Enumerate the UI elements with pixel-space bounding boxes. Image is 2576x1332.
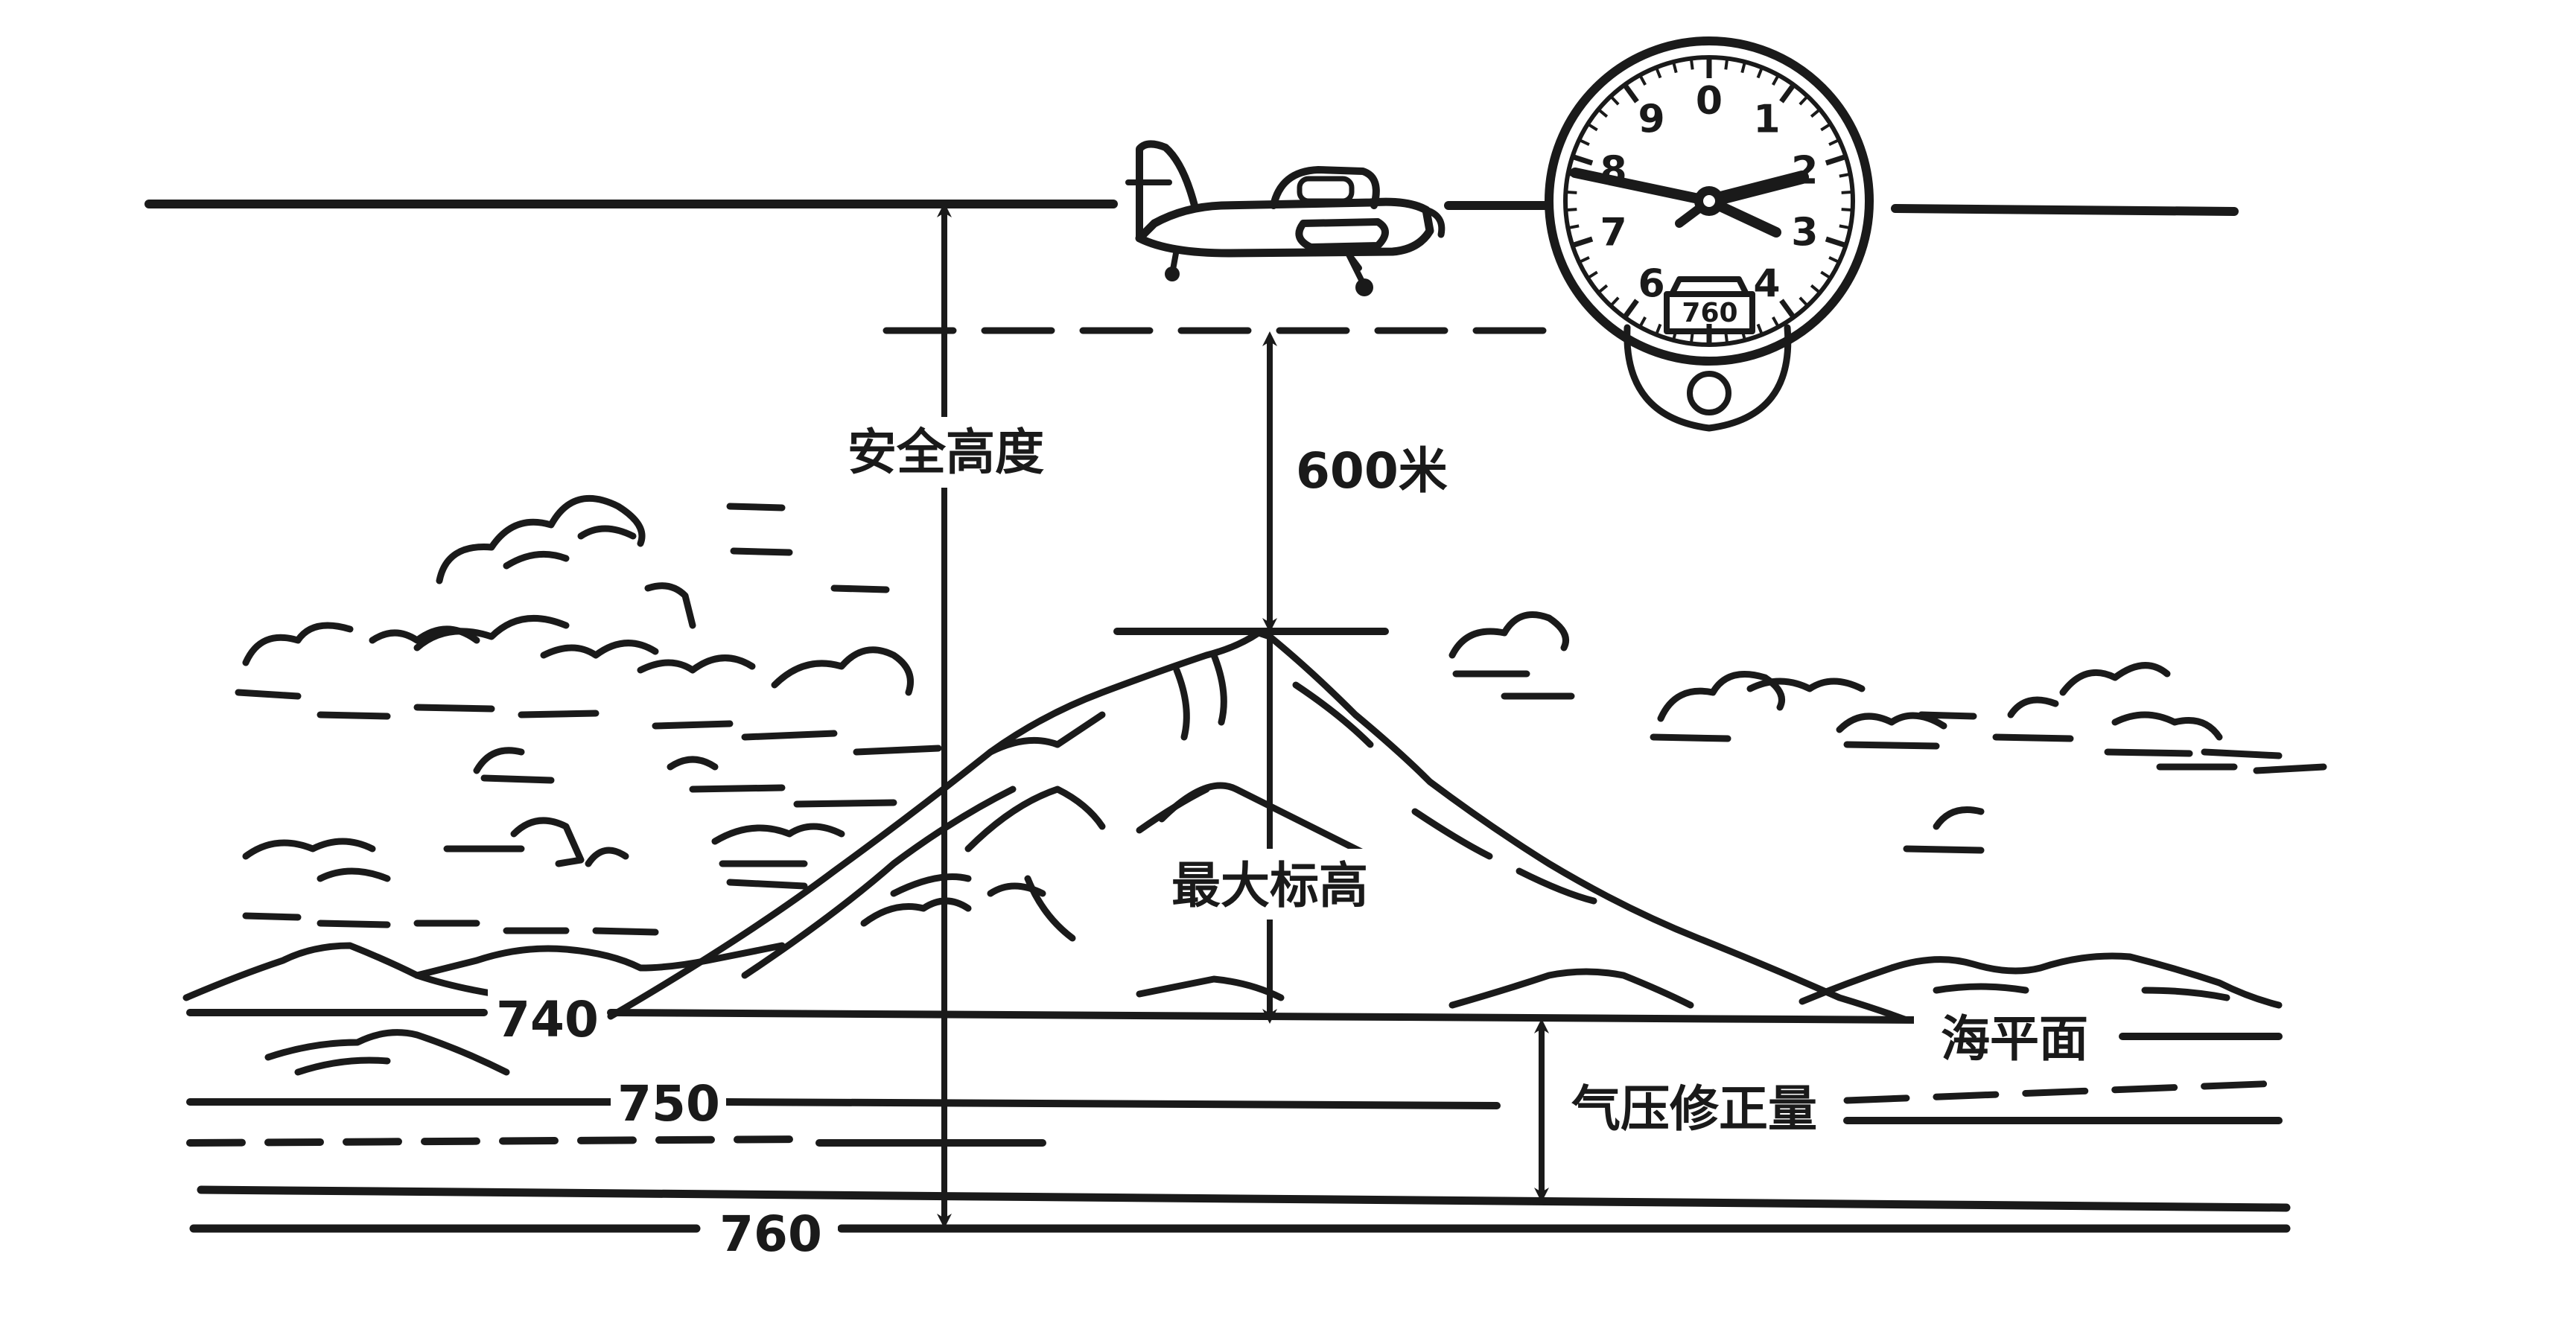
altimeter-tick (1640, 317, 1645, 327)
altimeter-tick (1811, 285, 1820, 293)
label-pressure-correction: 气压修正量 (1571, 1080, 1817, 1138)
altimeter-tick (1826, 239, 1846, 246)
altimeter-tick (1568, 226, 1579, 228)
altimeter-tick (1656, 325, 1661, 335)
label-clearance: 600米 (1296, 442, 1448, 500)
altimeter-tick (1565, 192, 1577, 193)
altimeter-tick (1572, 156, 1592, 163)
altimeter-dial-number: 2 (1791, 148, 1818, 193)
altimeter-tick (1842, 192, 1853, 193)
altimeter-tick (1821, 272, 1831, 278)
altimeter-tick (1839, 226, 1851, 228)
altimeter-tick (1821, 124, 1831, 130)
altimeter-tick (1826, 156, 1846, 163)
altimeter-dial-number: 6 (1638, 262, 1664, 307)
altimeter-tick (1598, 285, 1607, 293)
altimeter-tick (1842, 209, 1853, 210)
altimeter-tick (1691, 59, 1693, 70)
altimeter-tick (1800, 96, 1807, 104)
altimeter-icon: 760 9012 34 67 8 (1549, 41, 1869, 428)
altimeter-dial-number: 4 (1753, 262, 1780, 307)
altimeter-tick (1781, 85, 1793, 102)
label-sea-level: 海平面 (1941, 1010, 2088, 1068)
altimeter-tick (1656, 68, 1661, 78)
altimeter-dial-number: 8 (1600, 148, 1627, 193)
altimeter-window-text: 760 (1682, 298, 1737, 328)
altimeter-tick (1625, 300, 1637, 317)
altimeter-tick (1811, 109, 1820, 117)
airplane-icon (1128, 144, 1442, 296)
altimeter-tick (1598, 109, 1607, 117)
altimeter-tick (1640, 75, 1645, 85)
altimeter-tick (1773, 317, 1778, 327)
altimeter-tick (1726, 59, 1727, 70)
altimeter-tick (1781, 300, 1793, 317)
altimeter-tick (1625, 85, 1637, 102)
altimeter-tick (1839, 174, 1851, 176)
altimeter-tick (1829, 140, 1839, 144)
altimeter-tick (1611, 298, 1618, 306)
altimeter-tick (1579, 258, 1589, 262)
altimeter-tick (1572, 239, 1592, 246)
altimeter-tick (1588, 124, 1597, 130)
label-pressure-760: 760 (719, 1205, 822, 1263)
pressure-line-760 (194, 1190, 2286, 1229)
clouds-left (238, 498, 938, 932)
altimeter-tick (1773, 75, 1778, 85)
altimeter-dial-number: 9 (1638, 97, 1664, 141)
altimeter-tick (1611, 96, 1618, 104)
altimeter-tick (1758, 325, 1763, 335)
label-safe-altitude: 安全高度 (847, 424, 1044, 481)
pressure-line-750 (190, 1083, 2279, 1143)
altimeter-tick (1829, 258, 1839, 262)
altimeter-tick (1565, 209, 1577, 210)
altimeter-tick (1588, 272, 1597, 278)
altimeter-tick (1579, 140, 1589, 144)
altimeter-dial-number: 1 (1753, 97, 1780, 141)
label-pressure-750: 750 (617, 1075, 720, 1132)
altimeter-tick (1758, 68, 1763, 78)
altimeter-dial-number: 7 (1600, 211, 1627, 255)
altimeter-tick (1800, 298, 1807, 306)
label-pressure-740: 740 (496, 991, 599, 1048)
label-max-elevation: 最大标高 (1171, 857, 1368, 914)
altimeter-dial-number: 3 (1791, 211, 1818, 255)
altimeter-dial-number: 0 (1696, 79, 1723, 124)
clouds-right (1452, 615, 2324, 851)
